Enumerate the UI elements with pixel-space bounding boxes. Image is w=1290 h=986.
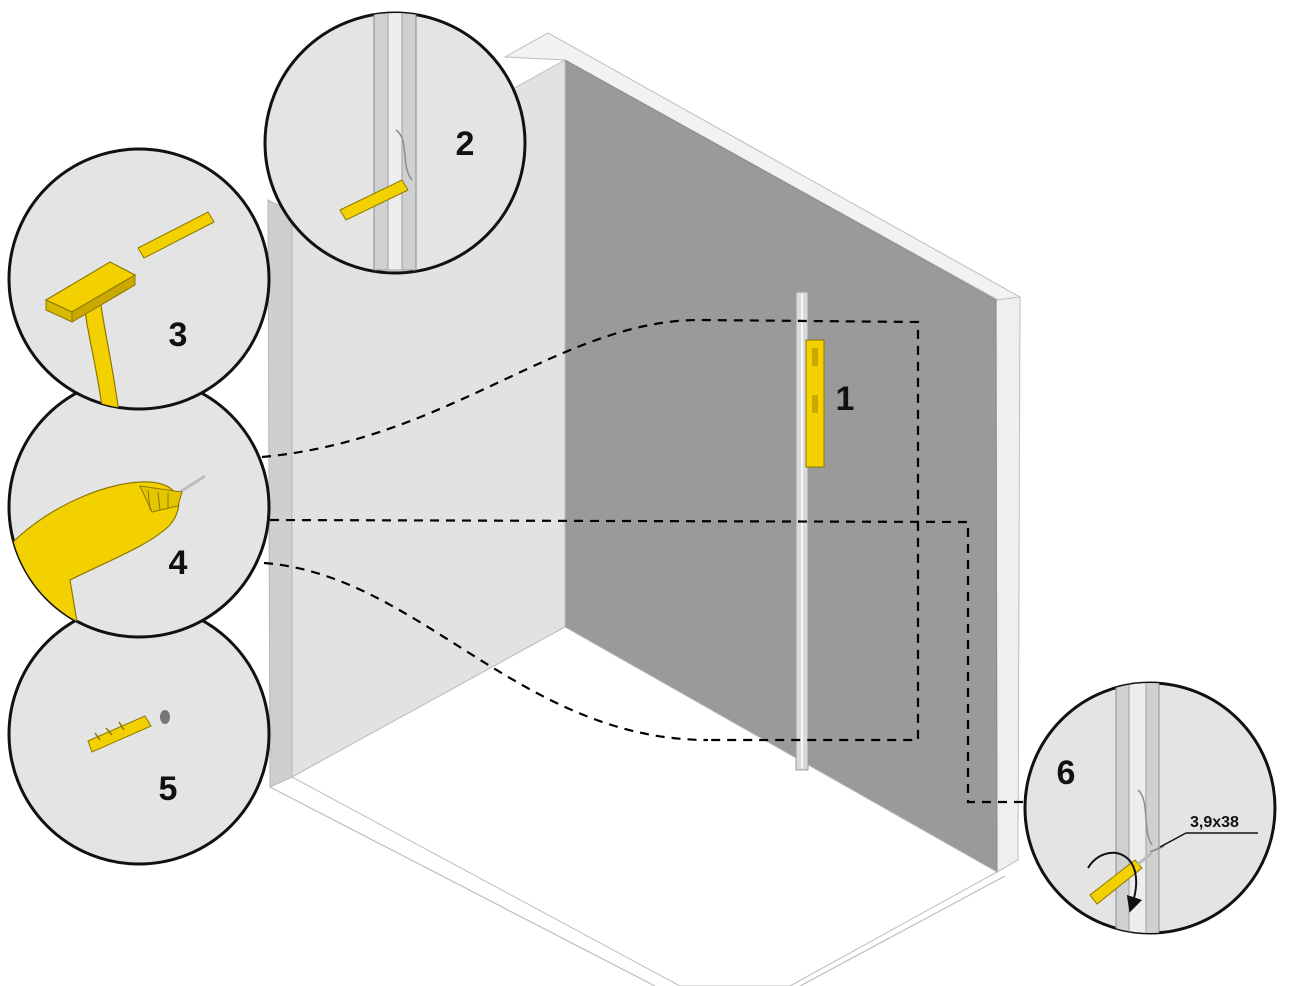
spirit-level-icon <box>805 339 825 468</box>
step-3-label: 3 <box>169 316 188 354</box>
hammer-and-dowel-icon <box>44 211 215 409</box>
step-6-callout: 3,9x38 6 <box>1023 681 1277 935</box>
screw-size-leader <box>1159 832 1187 848</box>
back-wall-end <box>995 296 1021 873</box>
step-4-label: 4 <box>169 544 188 582</box>
step-1-label: 1 <box>836 380 855 418</box>
guide-curve-bottom <box>263 561 709 742</box>
step-4-callout: 4 <box>7 375 271 639</box>
floor-front-edge <box>269 786 656 986</box>
step-6-label: 6 <box>1057 754 1076 792</box>
step-2-callout: 2 <box>263 11 527 275</box>
guide-lines <box>261 318 1025 804</box>
guide-curve-top <box>261 318 920 742</box>
floor <box>290 626 999 986</box>
wall-plug-icon <box>87 710 170 753</box>
guide-line-middle <box>269 518 1025 804</box>
screw-size-label: 3,9x38 <box>1190 814 1239 831</box>
drill-icon <box>9 474 206 637</box>
side-wall-edge <box>267 199 293 788</box>
step-5-label: 5 <box>159 770 178 808</box>
step-5-callout: 5 <box>7 602 271 866</box>
floor-right-edge <box>799 875 1006 986</box>
step-2-label: 2 <box>456 125 475 163</box>
screwdriver-screw-icon <box>1087 683 1165 933</box>
step-3-callout: 3 <box>7 147 271 411</box>
room <box>267 32 1021 986</box>
rail-with-level-icon <box>339 13 417 271</box>
